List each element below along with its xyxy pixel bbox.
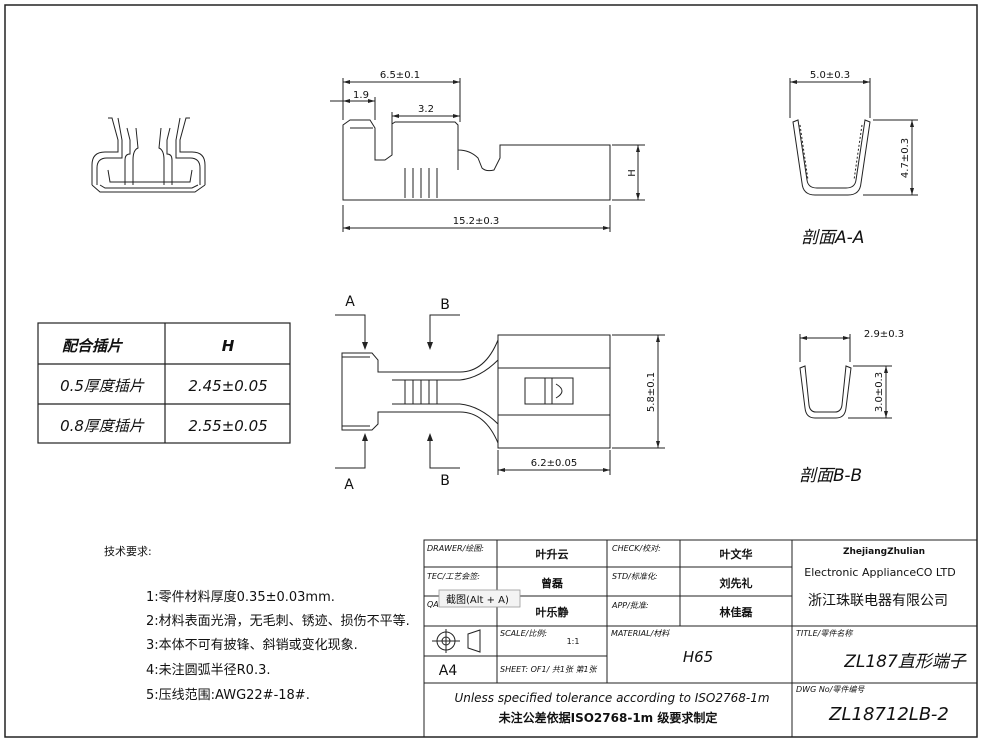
tb-std: 刘先礼	[720, 576, 753, 590]
section-b	[799, 334, 892, 419]
dim-length: 15.2±0.3	[453, 216, 500, 227]
table-row2-tab: 0.8厚度插片	[60, 417, 145, 435]
tb-drawer-label: DRAWER/绘图:	[427, 544, 484, 553]
tb-drawer: 叶升云	[536, 547, 569, 561]
tb-company-en-2: Electronic ApplianceCO LTD	[804, 566, 956, 579]
side-view-arrows	[343, 80, 640, 230]
section-b-caption: 剖面B-B	[799, 466, 862, 486]
tech-item-2: 2:材料表面光滑，无毛刺、锈迹、损伤不平等.	[146, 613, 410, 629]
section-a	[789, 78, 918, 196]
table-header-mating: 配合插片	[62, 337, 124, 355]
section-b-width: 2.9±0.3	[864, 329, 904, 340]
tb-material: H65	[683, 648, 713, 666]
tb-title: ZL187直形端子	[843, 652, 967, 672]
tb-company-en-1: ZhejiangZhulian	[843, 547, 925, 557]
tb-qa-label: QA	[427, 600, 439, 609]
table-row2-h: 2.55±0.05	[188, 417, 267, 435]
tb-sheet: SHEET: OF1/ 共1张 第1张	[500, 665, 598, 674]
tb-std-label: STD/标准化:	[612, 572, 658, 581]
tb-scale: 1:1	[567, 637, 580, 646]
tech-item-4: 4:未注圆弧半径R0.3.	[146, 663, 271, 678]
tech-item-1: 1:零件材料厚度0.35±0.03mm.	[146, 589, 335, 605]
screenshot-tooltip: 截图(Alt + A)	[438, 589, 521, 608]
table-header-h: H	[222, 337, 235, 355]
dim-d2: 3.2	[418, 104, 434, 115]
tb-app: 林佳磊	[720, 605, 753, 619]
tb-check: 叶文华	[720, 547, 753, 561]
tb-dwg-label: DWG No/零件编号	[796, 685, 865, 694]
tb-tec: 曾磊	[541, 576, 563, 590]
cut-b-top: B	[440, 297, 450, 313]
tb-tec-label: TEC/工艺会签:	[427, 572, 480, 581]
section-a-caption: 剖面A-A	[801, 228, 864, 248]
projection-symbol-icon	[432, 629, 481, 653]
section-b-height: 3.0±0.3	[874, 372, 885, 412]
section-a-arrows	[790, 80, 914, 195]
tb-title-label: TITLE/零件名称	[796, 629, 854, 638]
tech-item-5: 5:压线范围:AWG22#-18#.	[146, 688, 310, 703]
tech-item-3: 3:本体不可有披锋、斜销或变化现象.	[146, 637, 358, 653]
tech-title: 技术要求:	[104, 545, 152, 558]
tb-material-label: MATERIAL/材料	[611, 629, 670, 638]
cut-a-top: A	[345, 294, 355, 310]
dim-h: H	[627, 169, 638, 177]
plan-view-arrows	[362, 335, 660, 472]
tb-tolerance-cn: 未注公差依据ISO2768-1m 级要求制定	[498, 710, 718, 725]
dim-width: 5.8±0.1	[646, 372, 657, 412]
side-view	[330, 78, 645, 232]
dim-barrel: 6.2±0.05	[531, 458, 578, 469]
tb-dwg: ZL18712LB-2	[828, 704, 949, 725]
tb-size: A4	[439, 663, 458, 679]
tb-check-label: CHECK/校对:	[612, 544, 661, 553]
dim-overall-top: 6.5±0.1	[380, 70, 420, 81]
mating-table-grid	[37, 322, 291, 444]
table-row1-h: 2.45±0.05	[188, 377, 267, 395]
plan-view	[335, 314, 665, 475]
cut-b-bottom: B	[440, 473, 450, 489]
dim-d1: 1.9	[353, 90, 369, 101]
tb-app-label: APP/批准:	[611, 601, 649, 610]
section-a-height: 4.7±0.3	[900, 138, 911, 178]
cut-a-bottom: A	[344, 477, 354, 493]
front-view	[91, 117, 206, 193]
section-b-arrows	[800, 336, 888, 418]
section-a-width: 5.0±0.3	[810, 70, 850, 81]
tb-tolerance-en: Unless specified tolerance according to …	[454, 691, 769, 705]
tb-company-cn: 浙江珠联电器有限公司	[808, 593, 948, 609]
tb-scale-label: SCALE/比例:	[500, 629, 547, 638]
table-row1-tab: 0.5厚度插片	[60, 377, 145, 395]
tooltip-text: 截图(Alt + A)	[446, 593, 509, 606]
tb-qa: 叶乐静	[536, 605, 569, 619]
